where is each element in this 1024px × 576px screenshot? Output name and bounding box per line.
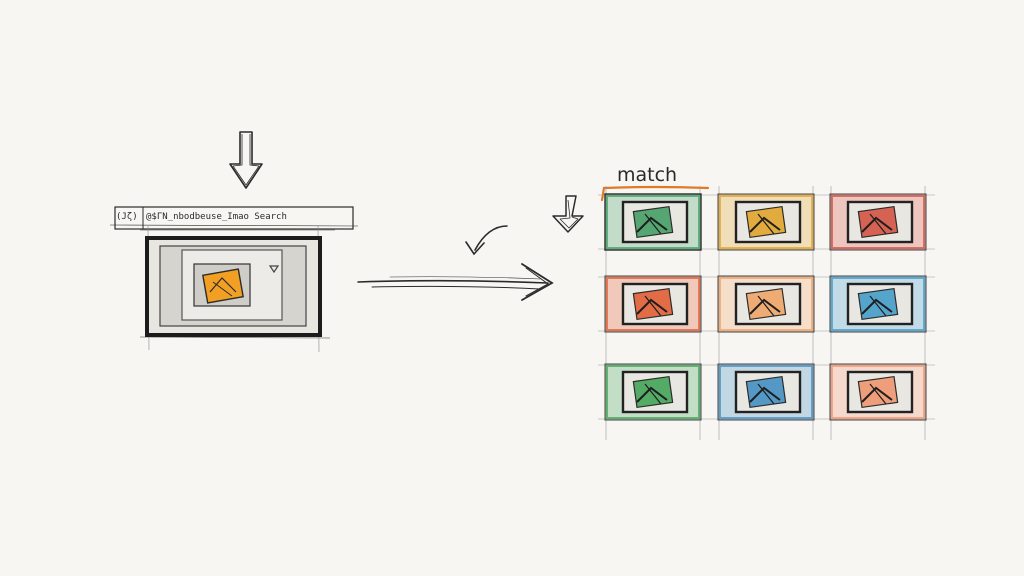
search-bar[interactable] bbox=[109, 206, 359, 230]
result-tile[interactable] bbox=[717, 193, 815, 251]
tile-thumbnail-icon bbox=[857, 205, 899, 239]
tile-thumbnail-icon bbox=[857, 375, 899, 409]
result-tile[interactable] bbox=[829, 275, 927, 333]
match-label: match bbox=[617, 164, 678, 186]
result-tile[interactable] bbox=[829, 363, 927, 421]
tile-thumbnail-icon bbox=[745, 375, 787, 409]
tile-thumbnail-icon bbox=[632, 375, 674, 409]
match-underline bbox=[600, 185, 710, 202]
search-input[interactable]: @$ΓN_nbodbeuse_Imao Search bbox=[146, 212, 287, 222]
results-grid bbox=[598, 186, 935, 440]
tile-thumbnail-icon bbox=[745, 287, 787, 321]
down-arrow-icon bbox=[229, 131, 263, 189]
query-image-frame bbox=[139, 225, 335, 353]
result-tile[interactable] bbox=[717, 275, 815, 333]
result-tile[interactable] bbox=[604, 193, 702, 251]
result-tile[interactable] bbox=[604, 363, 702, 421]
tile-thumbnail-icon bbox=[632, 287, 674, 321]
pointer-arrow-icon bbox=[552, 195, 584, 233]
tile-thumbnail-icon bbox=[632, 205, 674, 239]
result-tile[interactable] bbox=[604, 275, 702, 333]
tile-thumbnail-icon bbox=[745, 205, 787, 239]
flow-arrow-icon bbox=[357, 263, 554, 301]
result-tile[interactable] bbox=[717, 363, 815, 421]
query-image-thumbnail bbox=[202, 268, 244, 304]
curved-arrow-icon bbox=[465, 225, 508, 256]
result-tile[interactable] bbox=[829, 193, 927, 251]
tile-thumbnail-icon bbox=[857, 287, 899, 321]
search-prefix-label: (Jζ) bbox=[116, 212, 138, 222]
